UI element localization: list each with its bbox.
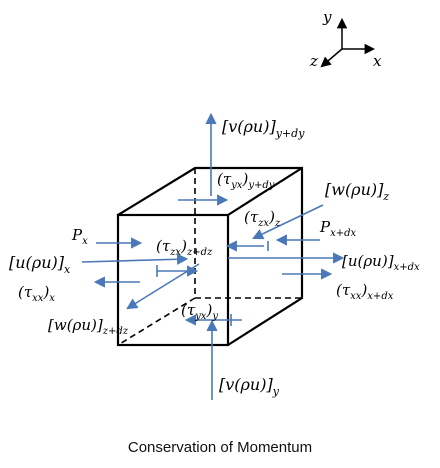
- label-p-x-plus-dx: Px+dx: [319, 218, 357, 239]
- diagram-caption: Conservation of Momentum: [128, 439, 312, 456]
- variable-labels: [v(ρu)]y+dy (τyx)y+dy [w(ρu)]z (τzx)z Px…: [9, 117, 420, 398]
- label-p-x: Px: [71, 226, 88, 247]
- y-axis-label: y: [322, 8, 332, 26]
- label-w-rho-u-z: [w(ρu)]z: [325, 180, 389, 203]
- z-axis-arrow: [320, 48, 343, 68]
- cube-front-face: [116, 213, 230, 347]
- label-u-rho-u-x-plus-dx: [u(ρu)]x+dx: [342, 252, 420, 273]
- label-u-rho-u-x: [u(ρu)]x: [9, 253, 71, 276]
- label-tau-yx-y: (τyx)y: [181, 301, 218, 322]
- label-v-rho-u-y: [v(ρu)]y: [219, 375, 280, 398]
- label-v-rho-u-y-plus-dy: [v(ρu)]y+dy: [222, 117, 305, 140]
- label-tau-xx-x: (τxx)x: [18, 283, 55, 304]
- label-tau-zx-z: (τzx)z: [244, 208, 281, 229]
- x-axis-label: x: [373, 52, 382, 70]
- arrow-w-rho-u-z: [251, 204, 324, 240]
- label-tau-yx-y-plus-dy: (τyx)y+dy: [217, 170, 275, 191]
- cube-top-front-right-edge: [227, 167, 303, 216]
- label-tau-zx-z-plus-dz: (τzx)z+dz: [156, 237, 213, 258]
- cube-hidden-depth-edge: [117, 297, 196, 346]
- label-tau-xx-x-plus-dx: (τxx)x+dx: [336, 281, 394, 302]
- flux-arrows: [81, 112, 345, 400]
- arrow-w-rho-u-zdz: [126, 263, 200, 310]
- coordinate-axes: y x z: [309, 8, 382, 70]
- label-w-rho-u-z-plus-dz: [w(ρu)]z+dz: [48, 316, 129, 337]
- control-volume-cube: [116, 166, 304, 347]
- z-axis-label: z: [309, 52, 318, 70]
- arrow-u-rho-u-x: [81, 253, 189, 265]
